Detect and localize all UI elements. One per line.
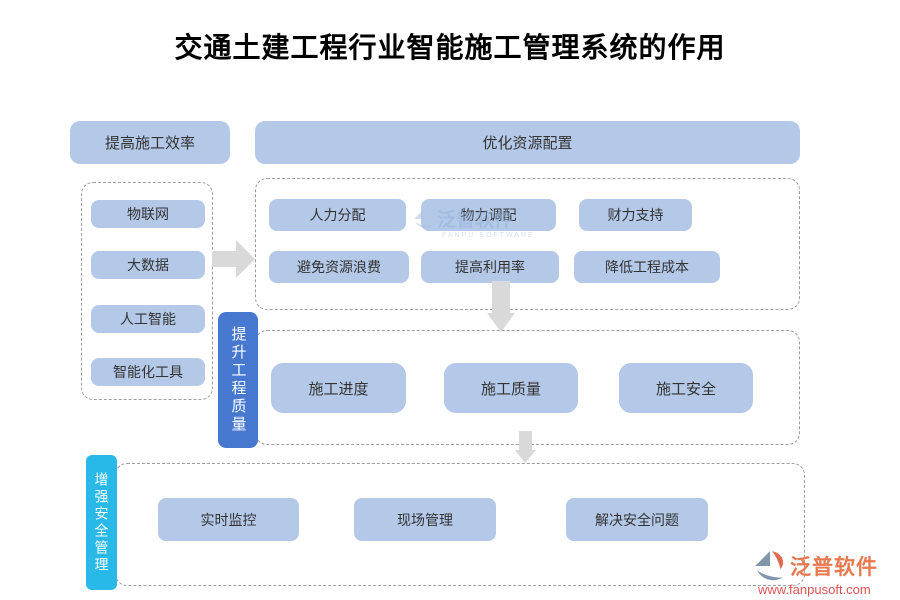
- arrow-down-icon: [515, 431, 536, 463]
- node-improve-utilization: 提高利用率: [421, 251, 559, 283]
- node-construction-safety: 施工安全: [619, 363, 753, 413]
- label-enhance-safety-management: 增强安全管理: [86, 455, 117, 590]
- arrow-right-icon: [212, 240, 255, 278]
- node-iot: 物联网: [91, 200, 205, 228]
- banner-optimize-resources: 优化资源配置: [255, 121, 800, 164]
- resource-group-container: 人力分配 物力调配 财力支持 避免资源浪费 提高利用率 降低工程成本: [255, 178, 800, 310]
- node-ai: 人工智能: [91, 305, 205, 333]
- node-realtime-monitoring: 实时监控: [158, 498, 299, 541]
- node-construction-progress: 施工进度: [271, 363, 406, 413]
- fanpu-logo-url: www.fanpusoft.com: [758, 582, 871, 597]
- fanpu-logo-text: 泛普软件: [790, 556, 878, 579]
- node-smart-tools: 智能化工具: [91, 358, 205, 386]
- fanpu-logo-icon: [755, 551, 784, 581]
- fanpu-logo: 泛普软件 www.fanpusoft.com: [752, 548, 892, 597]
- node-reduce-project-cost: 降低工程成本: [574, 251, 720, 283]
- page-title: 交通土建工程行业智能施工管理系统的作用: [174, 33, 726, 64]
- node-material-dispatch: 物力调配: [421, 199, 556, 231]
- quality-group-container: 施工进度 施工质量 施工安全: [255, 330, 800, 445]
- safety-group-container: 实时监控 现场管理 解决安全问题: [115, 463, 805, 586]
- node-manpower-allocation: 人力分配: [269, 199, 406, 231]
- label-improve-project-quality: 提升工程质量: [218, 312, 258, 448]
- node-avoid-resource-waste: 避免资源浪费: [269, 251, 409, 283]
- node-solve-safety-issues: 解决安全问题: [566, 498, 708, 541]
- banner-improve-efficiency: 提高施工效率: [70, 121, 230, 164]
- arrow-down-icon: [487, 281, 515, 332]
- node-construction-quality: 施工质量: [444, 363, 578, 413]
- node-financial-support: 财力支持: [579, 199, 692, 231]
- node-site-management: 现场管理: [354, 498, 496, 541]
- node-big-data: 大数据: [91, 251, 205, 279]
- tech-group-container: 物联网 大数据 人工智能 智能化工具: [81, 182, 213, 400]
